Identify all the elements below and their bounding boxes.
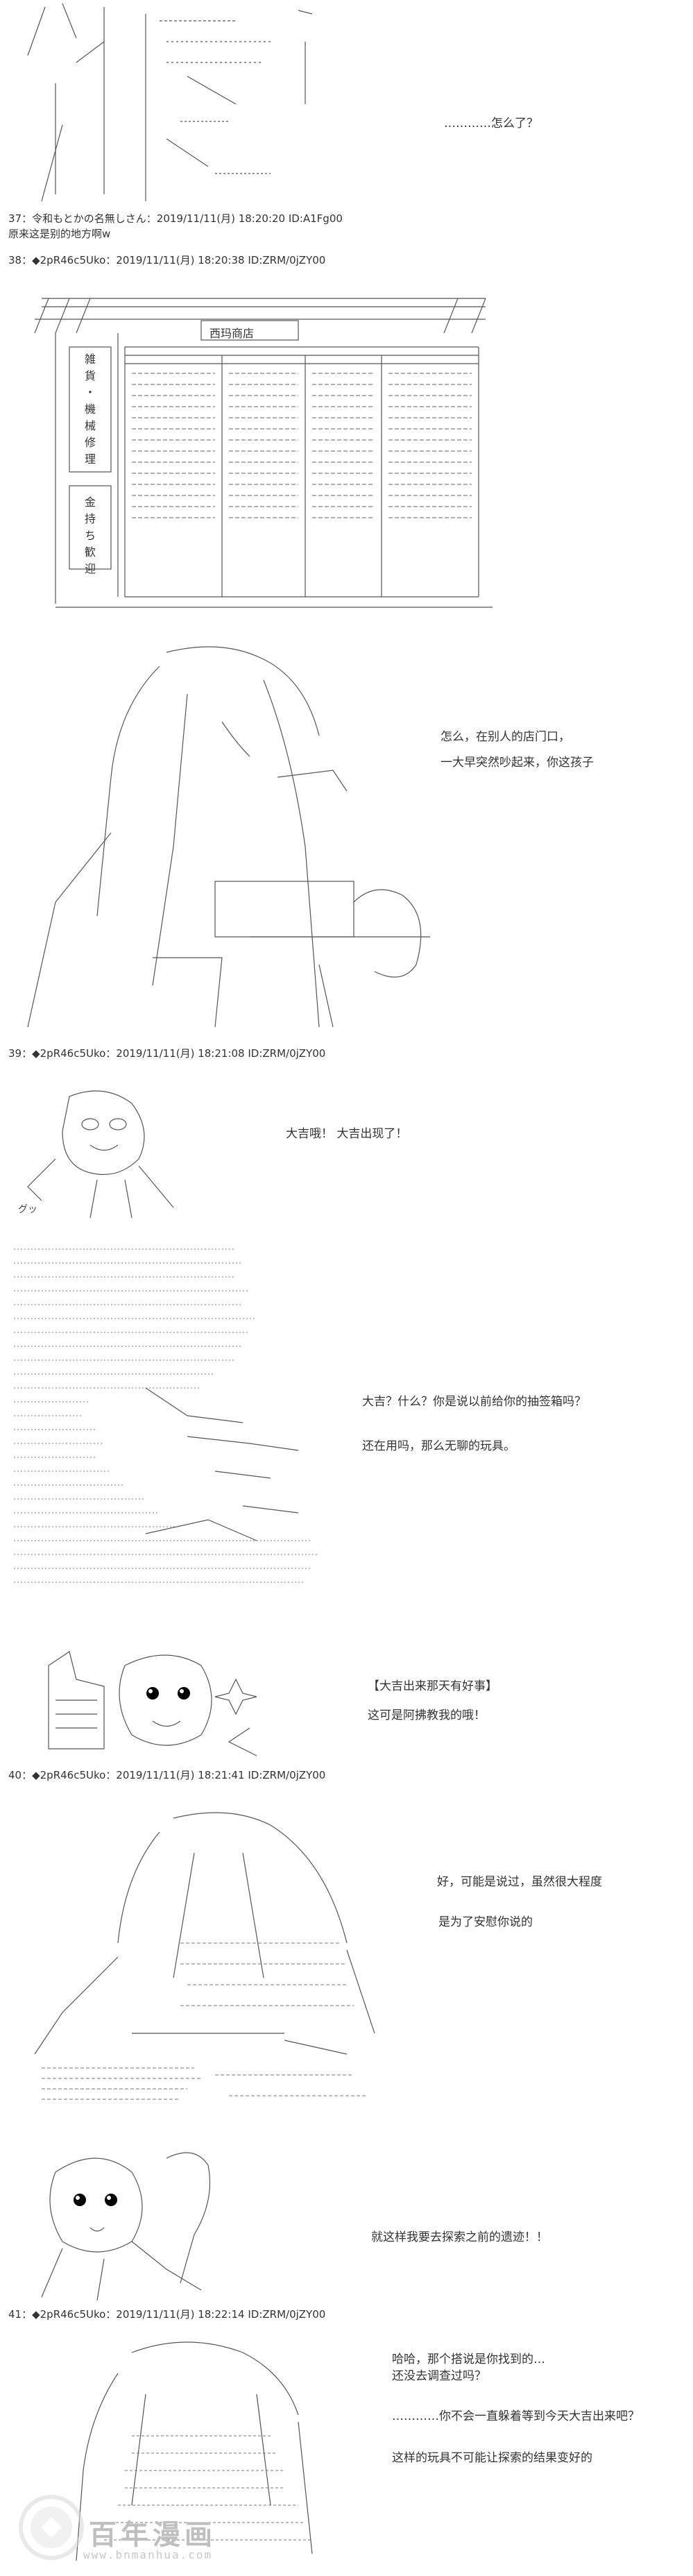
panel-5-dialog-2: 还在用吗，那么无聊的玩具。 [362, 1439, 515, 1453]
panel-9-lines [76, 2341, 313, 2561]
panel-3-dialog-2: 一大早突然吵起来，你这孩子 [440, 756, 594, 770]
aa-lines-panel-1 [27, 3, 313, 202]
side-sign-repair: 雑 貨 ・ 機 械 修 理 [85, 353, 96, 466]
watermark-text: 百年漫画 [89, 2519, 216, 2551]
panel-5-lines [14, 1248, 319, 1583]
shop-sign: 西玛商店 [209, 327, 255, 340]
panel-9-dialog-3: …………你不会一直躲着等到今天大吉出来吧？ [392, 2409, 640, 2423]
panel-4-dialog: 大吉哦！ 大吉出现了！ [286, 1127, 408, 1141]
aa-art-storefront: 西玛商店 雑 貨 ・ 機 械 修 理 金 持 ち 歓 迎 [14, 291, 499, 618]
panel-4-lines [27, 1090, 174, 1219]
aa-art-panel-7 [21, 1804, 409, 2110]
panel-9-dialog-4: 这样的玩具不可能让探索的结果变好的 [392, 2451, 592, 2465]
panel-3-dialog-1: 怎么，在别人的店门口， [440, 730, 570, 744]
post-37-body: 原来这是别的地方啊w [8, 228, 111, 240]
aa-art-panel-9 [49, 2332, 347, 2568]
storefront-lines [34, 298, 493, 608]
panel-3-lines [27, 646, 430, 1028]
post-41-header: 41：◆2pR46c5Uko：2019/11/11(月) 18:22:14 ID… [8, 2308, 326, 2321]
panel-7-dialog-1: 好，可能是说过，虽然很大程度 [437, 1875, 602, 1889]
panel-9-dialog-1: 哈哈，那个搭说是你找到的… [392, 2353, 545, 2366]
sfx-text: グッ [18, 1204, 37, 1215]
panel-7-lines [34, 1812, 375, 2100]
watermark-url: www.bnmanhua.com [83, 2548, 213, 2561]
watermark-logo [17, 2493, 239, 2569]
watermark-logo-icon [19, 2495, 84, 2560]
aa-art-panel-3 [14, 638, 444, 1048]
aa-art-panel-6 [28, 1638, 305, 1777]
panel-8-dialog: 就这样我要去探索之前的遗迹！！ [371, 2230, 548, 2244]
side-sign-welcome: 金 持 ち 歓 迎 [85, 495, 96, 575]
panel-6-dialog-1: 【大吉出来那天有好事】 [368, 1679, 497, 1693]
post-37-header: 37：令和もとかの名無しさん：2019/11/11(月) 18:20:20 ID… [8, 212, 343, 225]
panel-6-lines [48, 1651, 257, 1756]
aa-art-panel-8 [28, 2144, 229, 2304]
post-40-header: 40：◆2pR46c5Uko：2019/11/11(月) 18:21:41 ID… [8, 1769, 326, 1781]
panel-7-dialog-2: 是为了安慰你说的 [438, 1915, 533, 1929]
panel-8-lines [41, 2152, 211, 2301]
panel-9-dialog-2: 还没去调查过吗？ [392, 2369, 486, 2383]
panel-6-dialog-2: 这可是阿拂教我的哦！ [368, 1709, 486, 1722]
post-39-header: 39：◆2pR46c5Uko：2019/11/11(月) 18:21:08 ID… [8, 1047, 326, 1060]
aa-art-panel-1 [7, 0, 326, 208]
panel-1-dialog: …………怎么了？ [444, 117, 538, 130]
aa-art-panel-5 [7, 1242, 333, 1617]
aa-art-panel-4: グッ [14, 1083, 222, 1221]
panel-5-dialog-1: 大吉？什么？你是说以前给你的抽签箱吗？ [362, 1395, 586, 1409]
post-38-header: 38：◆2pR46c5Uko：2019/11/11(月) 18:20:38 ID… [8, 254, 326, 266]
